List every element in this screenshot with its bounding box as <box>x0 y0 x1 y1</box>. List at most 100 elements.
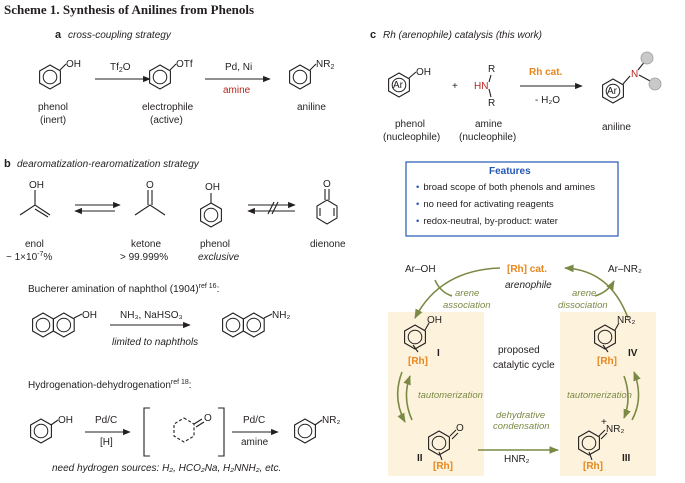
substituent-ball <box>648 77 662 91</box>
otf-label: OTf <box>176 59 193 70</box>
enol-oh: OH <box>29 180 44 191</box>
complex-IV-label: IV <box>628 348 638 359</box>
panel-c-letter: c <box>370 29 376 41</box>
naphthol-oh: OH <box>82 310 97 321</box>
aniline-name: aniline <box>602 122 631 133</box>
amine-structure: R HN R <box>474 64 495 109</box>
arene-dissoc-2: dissociation <box>558 300 608 311</box>
complex-II: O [Rh] II <box>417 423 464 472</box>
phenol-structure: OH <box>30 415 73 444</box>
complex-IV-rh: [Rh] <box>597 356 617 367</box>
cycle-arrow <box>414 267 501 319</box>
blocked-mark <box>267 201 275 215</box>
complex-II-rh: [Rh] <box>433 461 453 472</box>
hydrog-reagent-bottom: [H] <box>100 437 113 448</box>
cycle-center-2: catalytic cycle <box>493 360 555 371</box>
arene-assoc-1: arene <box>455 288 479 299</box>
tautomerization-right: tautomerization <box>567 390 632 401</box>
bracket-left <box>143 407 150 457</box>
phenol-note: (nucleophile) <box>383 132 440 143</box>
arene-dissoc-1: arene <box>572 288 596 299</box>
panel-c-heading: Rh (arenophile) catalysis (this work) <box>383 30 542 41</box>
electrophile-note: (active) <box>150 115 183 126</box>
enol-structure: OH <box>19 180 51 218</box>
bucherer-reagents: NH₃, NaHSO₃ <box>120 310 183 321</box>
phenol-name: phenol <box>38 102 68 113</box>
substituent-ball <box>640 51 654 65</box>
arenophile-label: arenophile <box>505 280 552 291</box>
amine-r-top: R <box>488 64 495 75</box>
arene-assoc-2: association <box>443 300 491 311</box>
phenol-note: (inert) <box>40 115 66 126</box>
aniline-name: aniline <box>297 102 326 113</box>
panel-b-heading: dearomatization-rearomatization strategy <box>17 159 200 170</box>
ar-label: Ar <box>607 86 618 97</box>
phenol-name: phenol <box>395 119 425 130</box>
naphthylamine-nh2: NH₂ <box>272 310 290 321</box>
complex-II-label: II <box>417 453 423 464</box>
tautomerization-left: tautomerization <box>418 390 483 401</box>
panel-a-heading: cross-coupling strategy <box>68 30 172 41</box>
panel-b-letter: b <box>4 158 11 170</box>
nr2-label: NR2 <box>316 59 334 71</box>
aniline-structure: NR₂ <box>294 415 340 444</box>
complex-II-o: O <box>456 423 464 434</box>
complex-III: + NR₂ [Rh] III <box>578 417 631 472</box>
complex-IV-nr2: NR₂ <box>617 315 635 326</box>
hydrog-o: O <box>204 413 212 424</box>
phenol-structure: OH <box>39 59 81 90</box>
panel-c: c Rh (arenophile) catalysis (this work) … <box>370 29 662 476</box>
tautomerization-arrow <box>403 375 413 421</box>
cycle-bg-right <box>560 312 656 476</box>
complex-I-oh: OH <box>427 315 442 326</box>
pd-ni-reagent: Pd, Ni <box>225 62 252 73</box>
amine-note: (nucleophile) <box>459 132 516 143</box>
cycle-arrow-in <box>434 279 453 297</box>
ar-oh-label: Ar–OH <box>405 264 436 275</box>
aniline-structure: NR2 <box>289 59 334 90</box>
phenol-note: exclusive <box>198 252 240 263</box>
amine-hn: HN <box>474 81 488 92</box>
amine-reagent: amine <box>223 85 251 96</box>
amine-r-bottom: R <box>488 98 495 109</box>
bucherer-heading: Bucherer amination of naphthol (1904)ref… <box>28 283 219 295</box>
ketone-o: O <box>146 180 154 191</box>
complex-III-rh: [Rh] <box>583 461 603 472</box>
ar-label: Ar <box>393 80 404 91</box>
naphthol-structure: OH <box>32 310 97 338</box>
features-title: Features <box>489 166 531 177</box>
bucherer-note: limited to naphthols <box>112 337 198 348</box>
enol-name: enol <box>25 239 44 250</box>
cycle-arrow <box>564 264 629 319</box>
hydrog-reagent2-top: Pd/C <box>243 415 265 426</box>
byproduct: - H₂O <box>535 95 560 106</box>
electrophile-name: electrophile <box>142 102 194 113</box>
cycle-arrow-out <box>594 280 615 297</box>
catalytic-cycle: Ar–OH [Rh] cat. arenophile Ar–NR₂ arene … <box>388 264 656 476</box>
dienone-name: dienone <box>310 239 346 250</box>
phenol-structure: OH <box>200 182 222 228</box>
complex-III-label: III <box>622 453 631 464</box>
complex-I-label: I <box>437 348 440 359</box>
phenol-name: phenol <box>200 239 230 250</box>
dienone-o: O <box>323 179 331 190</box>
feature-item: •redox-neutral, by-product: water <box>416 216 558 227</box>
complex-III-charge: + <box>601 417 607 428</box>
plus-sign: + <box>452 81 458 92</box>
blocked-mark <box>271 201 279 215</box>
feature-item: •no need for activating reagents <box>416 199 554 210</box>
rh-cat-label: [Rh] cat. <box>507 264 547 275</box>
complex-III-nr2: NR₂ <box>606 424 624 435</box>
hydrog-reagent-top: Pd/C <box>95 415 117 426</box>
ar-nr2-label: Ar–NR₂ <box>608 264 642 275</box>
ketone-structure: O <box>134 180 166 216</box>
panel-b: b dearomatization-rearomatization strate… <box>4 158 346 474</box>
features-box <box>405 161 619 237</box>
complex-I: OH [Rh] I <box>404 315 442 367</box>
ketone-percent: > 99.999% <box>120 252 168 263</box>
cyclohexanone-structure: O <box>173 413 212 443</box>
complex-I-rh: [Rh] <box>408 356 428 367</box>
electrophile-structure: OTf <box>149 59 193 90</box>
hnr2-label: HNR₂ <box>504 454 530 465</box>
